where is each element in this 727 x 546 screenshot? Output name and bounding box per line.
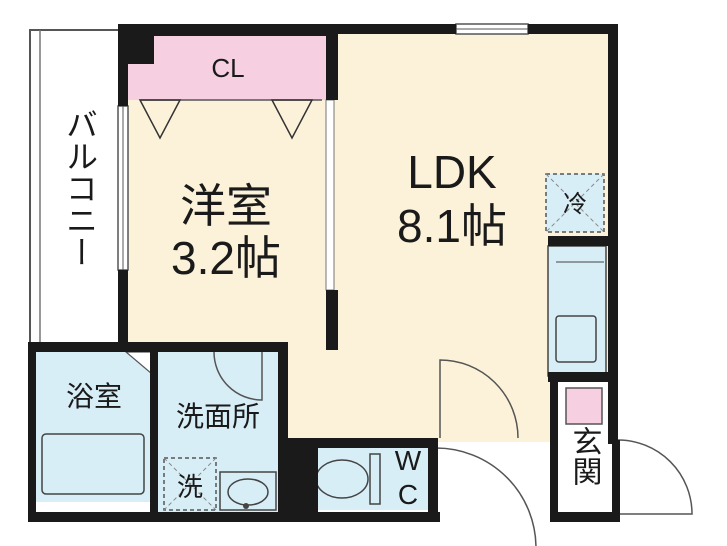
fridge-space xyxy=(545,173,605,233)
kitchen-sink xyxy=(555,315,597,363)
wc-label-c: C xyxy=(398,479,418,510)
ldk-label: LDK xyxy=(407,146,497,198)
fridge-label: 冷 xyxy=(563,191,587,218)
closet-label: CL xyxy=(211,53,244,83)
balcony-label: バルコニー xyxy=(62,108,98,268)
sliding-door xyxy=(325,99,335,291)
wc-door-swing xyxy=(435,447,537,546)
shoe-box xyxy=(565,387,603,425)
walls xyxy=(28,24,620,522)
bathtub xyxy=(41,433,145,495)
washer-label: 洗 xyxy=(177,472,203,502)
western-room-floor xyxy=(128,100,332,342)
entrance-label: 玄関 xyxy=(568,426,602,486)
toilet-bowl xyxy=(315,459,369,499)
washroom-door-swing xyxy=(213,351,263,401)
entrance-door-swing xyxy=(617,439,693,515)
washroom-label: 洗面所 xyxy=(176,401,260,432)
toilet-tank xyxy=(369,453,381,505)
western-room-label: 洋室 xyxy=(180,180,272,232)
ldk-door-swing xyxy=(439,359,519,439)
ldk-size: 8.1帖 xyxy=(397,200,507,252)
closet xyxy=(128,36,326,100)
western-room-size: 3.2帖 xyxy=(171,232,281,284)
closet-door-right xyxy=(270,99,314,140)
wc-label-w: W xyxy=(395,445,422,476)
bath-label: 浴室 xyxy=(66,381,122,412)
balcony xyxy=(29,29,123,345)
closet-door-left xyxy=(138,99,182,140)
